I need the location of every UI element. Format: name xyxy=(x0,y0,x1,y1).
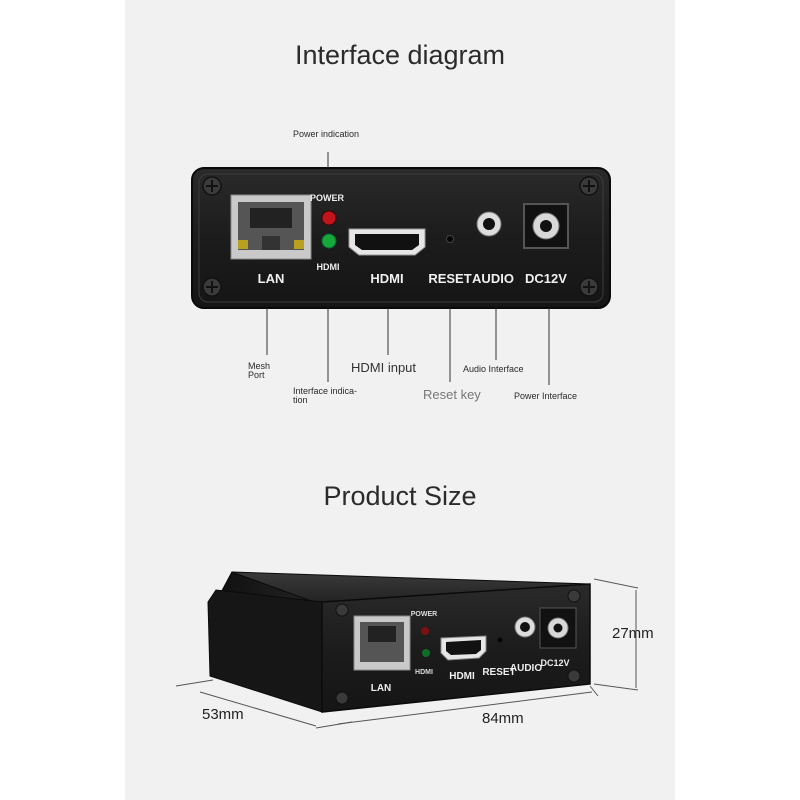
reset-port-label: RESET xyxy=(428,271,471,286)
size-dc-label: DC12V xyxy=(540,658,569,668)
interface-diagram-title: Interface diagram xyxy=(294,40,506,70)
hdmi-input-label: HDMI input xyxy=(351,360,417,375)
front-panel-device xyxy=(191,167,611,309)
size-audio-label: AUDIO xyxy=(510,663,542,674)
power-indication-label: Power indication xyxy=(293,129,360,139)
reset-hole-icon xyxy=(446,235,454,243)
hdmi-port-label: HDMI xyxy=(370,271,403,286)
reset-hole-icon xyxy=(497,637,503,643)
hdmi-led-label: HDMI xyxy=(317,262,340,272)
depth-dimension: 53mm xyxy=(202,706,244,723)
size-hdmi-label: HDMI xyxy=(449,671,475,682)
leader-lines xyxy=(266,152,550,385)
power-led-icon xyxy=(321,210,337,226)
size-power-led-label: POWER xyxy=(411,611,437,618)
hdmi-port-icon xyxy=(348,228,426,256)
hdmi-led-icon xyxy=(422,649,430,657)
product-size-title: Product Size xyxy=(323,481,477,511)
lan-port-label: LAN xyxy=(258,271,285,286)
audio-port-label: AUDIO xyxy=(472,271,514,286)
product-size-device xyxy=(207,571,591,713)
lan-port-icon xyxy=(230,194,312,260)
hdmi-led-icon xyxy=(321,233,337,249)
dc-jack-icon xyxy=(523,203,569,249)
audio-jack-icon xyxy=(476,211,502,237)
power-led-label: POWER xyxy=(310,193,345,203)
dimension-lines xyxy=(175,578,639,729)
width-dimension: 84mm xyxy=(482,710,524,727)
dc-port-label: DC12V xyxy=(525,271,567,286)
size-reset-label: RESET xyxy=(482,667,515,678)
height-dimension: 27mm xyxy=(612,625,654,642)
power-led-icon xyxy=(421,627,429,635)
mesh-port-label: Mesh Port xyxy=(248,361,271,380)
interface-indication-label: Interface indica- tion xyxy=(293,386,358,405)
power-interface-label: Power Interface xyxy=(514,391,578,401)
reset-key-label: Reset key xyxy=(423,387,481,402)
size-lan-label: LAN xyxy=(371,683,392,694)
size-hdmi-led-label: HDMI xyxy=(415,669,433,676)
audio-interface-label: Audio Interface xyxy=(463,364,524,374)
